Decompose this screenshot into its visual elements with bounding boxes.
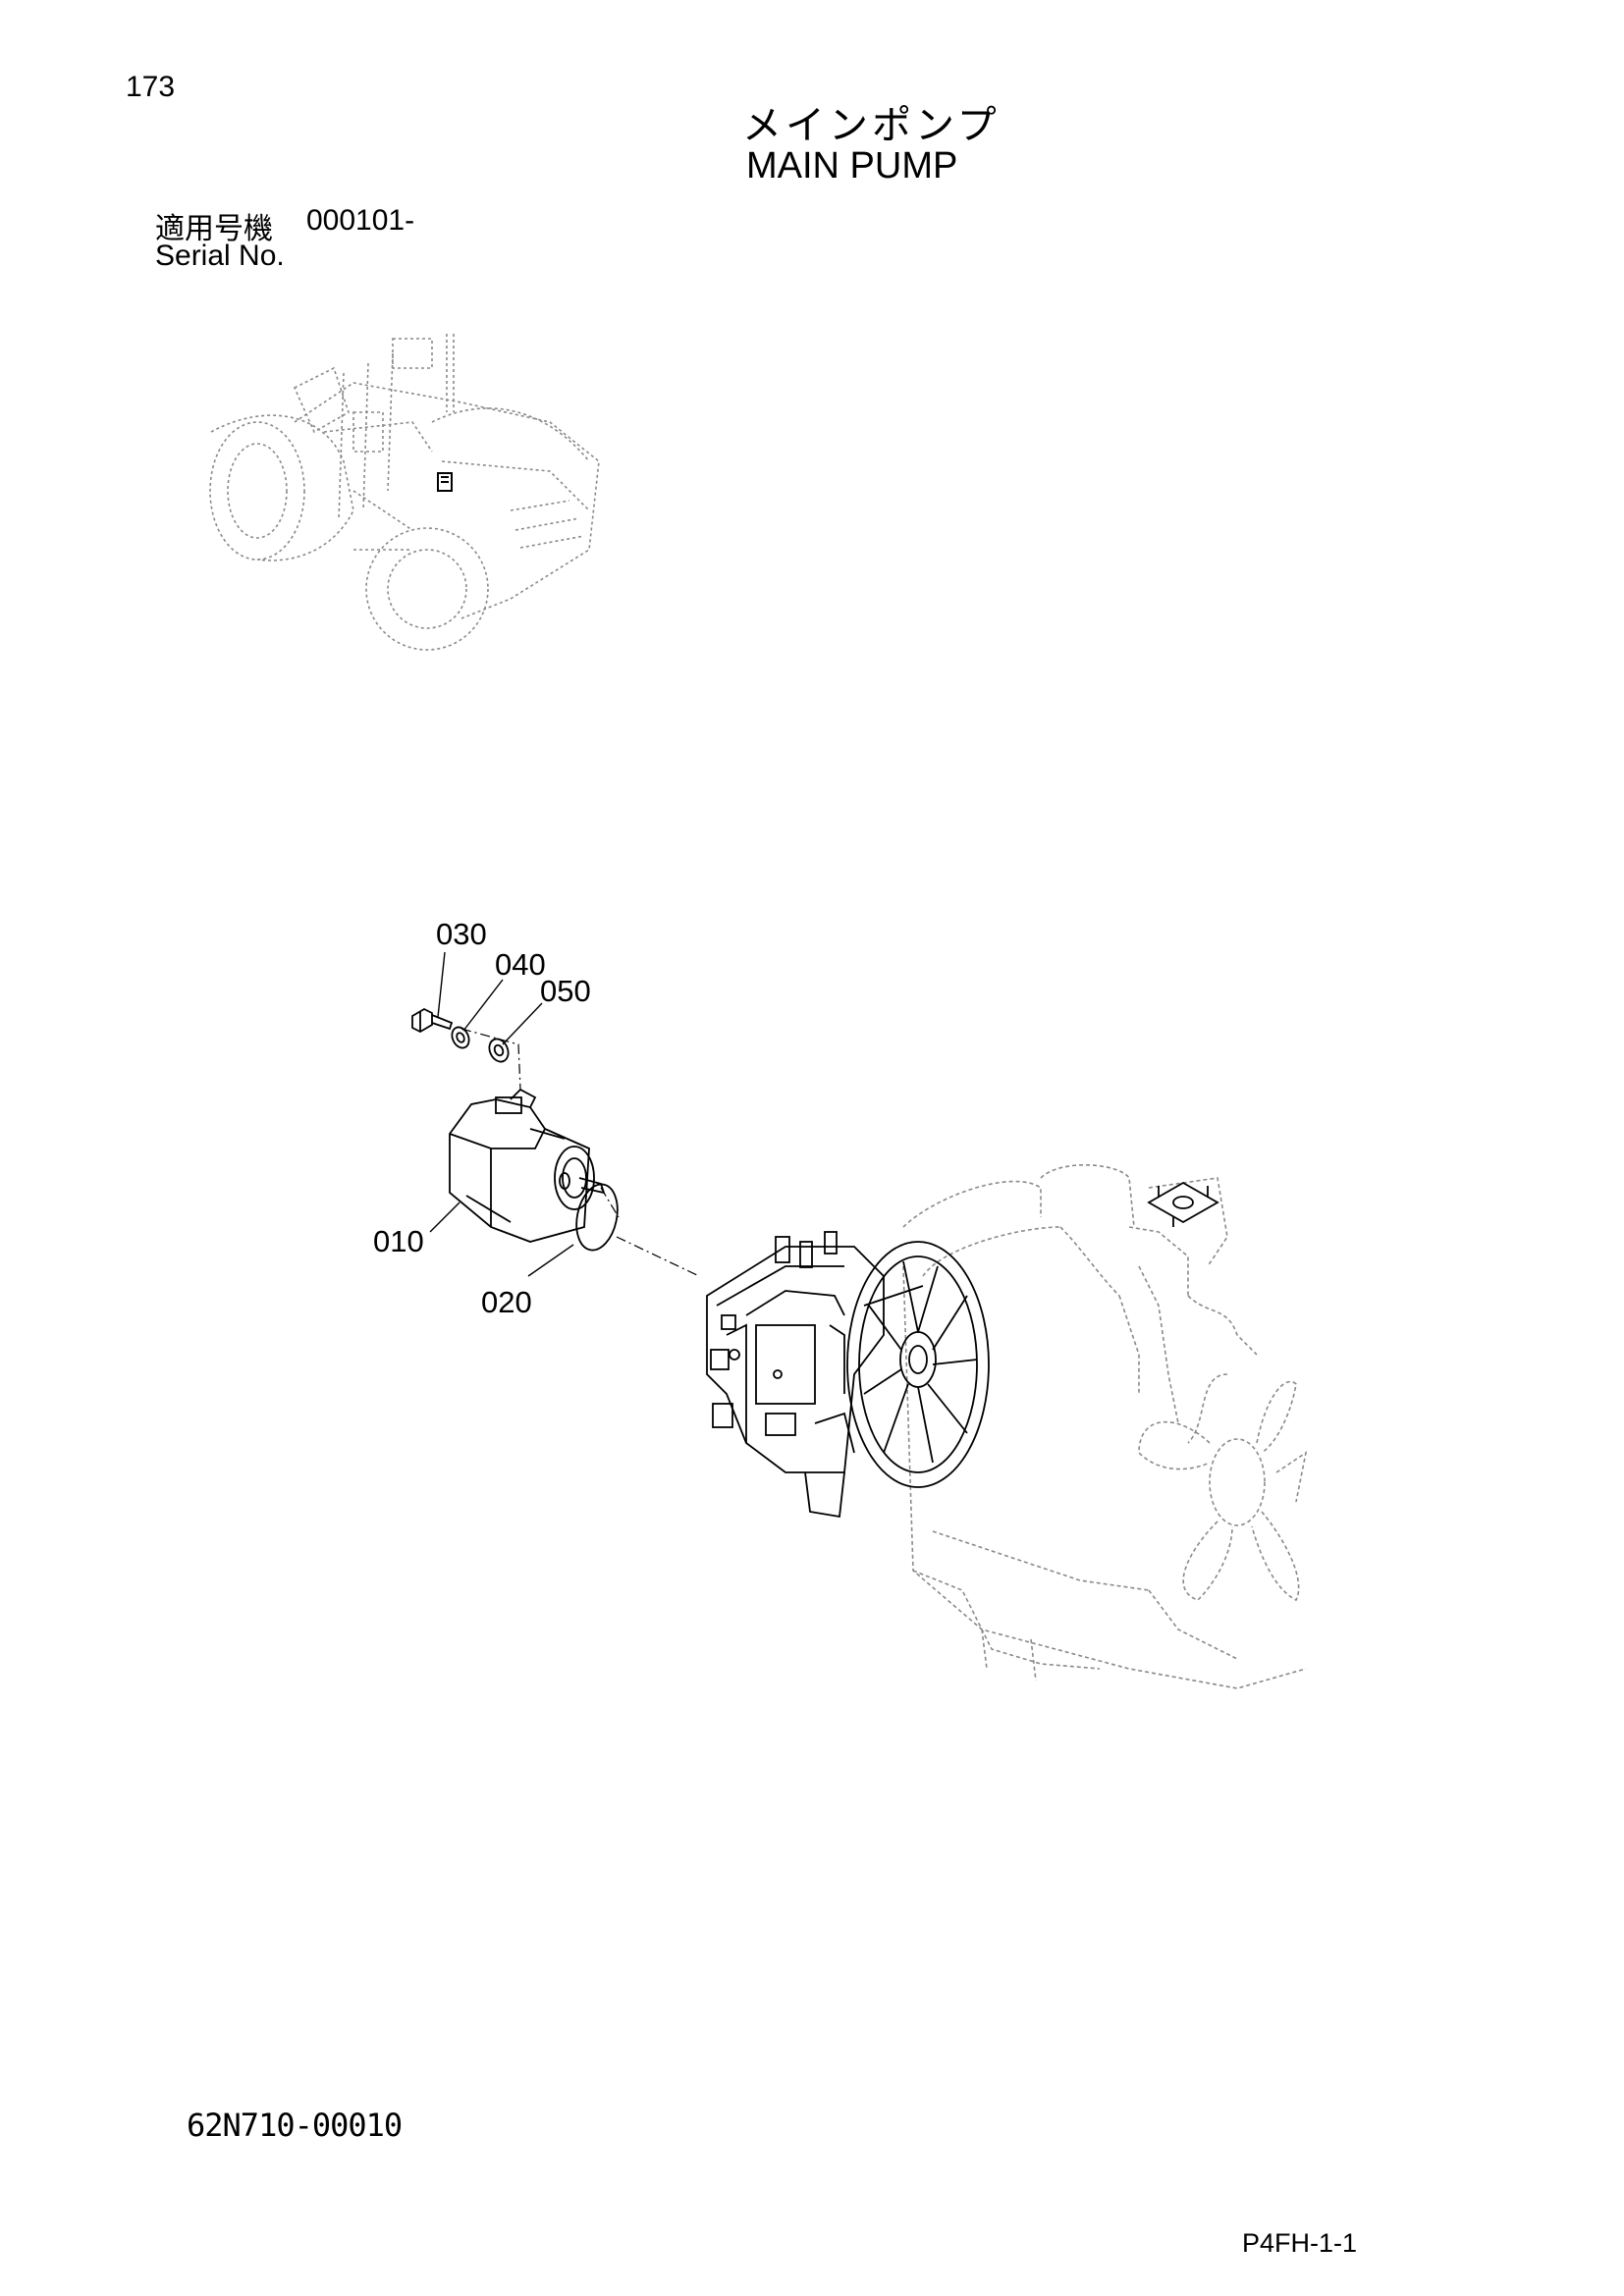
serial-label: Serial No. xyxy=(155,240,285,272)
callout-leaders xyxy=(429,951,574,1277)
part-040-washer-image xyxy=(451,1026,470,1049)
callout-020: 020 xyxy=(481,1285,532,1319)
callout-050: 050 xyxy=(540,974,591,1008)
flywheel-housing-image xyxy=(846,1241,990,1488)
part-010-pump-image xyxy=(449,1088,606,1243)
document-code: 62N710-00010 xyxy=(187,2107,403,2144)
page-title-japanese: メインポンプ xyxy=(742,104,1001,147)
callout-010: 010 xyxy=(373,1224,424,1258)
part-030-bolt-image xyxy=(411,1007,454,1034)
page-title: MAIN PUMP xyxy=(746,145,958,187)
part-050-washer-image xyxy=(488,1038,510,1063)
part-020-o-ring-image xyxy=(575,1183,619,1252)
serial-label-japanese: 適用号機 xyxy=(155,213,273,245)
exhaust-flange-image xyxy=(1147,1181,1219,1227)
wheel-loader-locator-image xyxy=(209,334,600,651)
callout-030: 030 xyxy=(436,917,487,951)
page-number: 173 xyxy=(126,71,176,103)
locator-highlight-pump xyxy=(437,472,453,492)
callout-040: 040 xyxy=(495,947,546,982)
page-reference: P4FH-1-1 xyxy=(1242,2228,1358,2258)
assembly-lines xyxy=(460,1028,700,1277)
mounted-main-pump-image xyxy=(706,1231,924,1519)
engine-phantom-image xyxy=(902,1164,1308,1689)
serial-number-value: 000101- xyxy=(306,204,415,237)
